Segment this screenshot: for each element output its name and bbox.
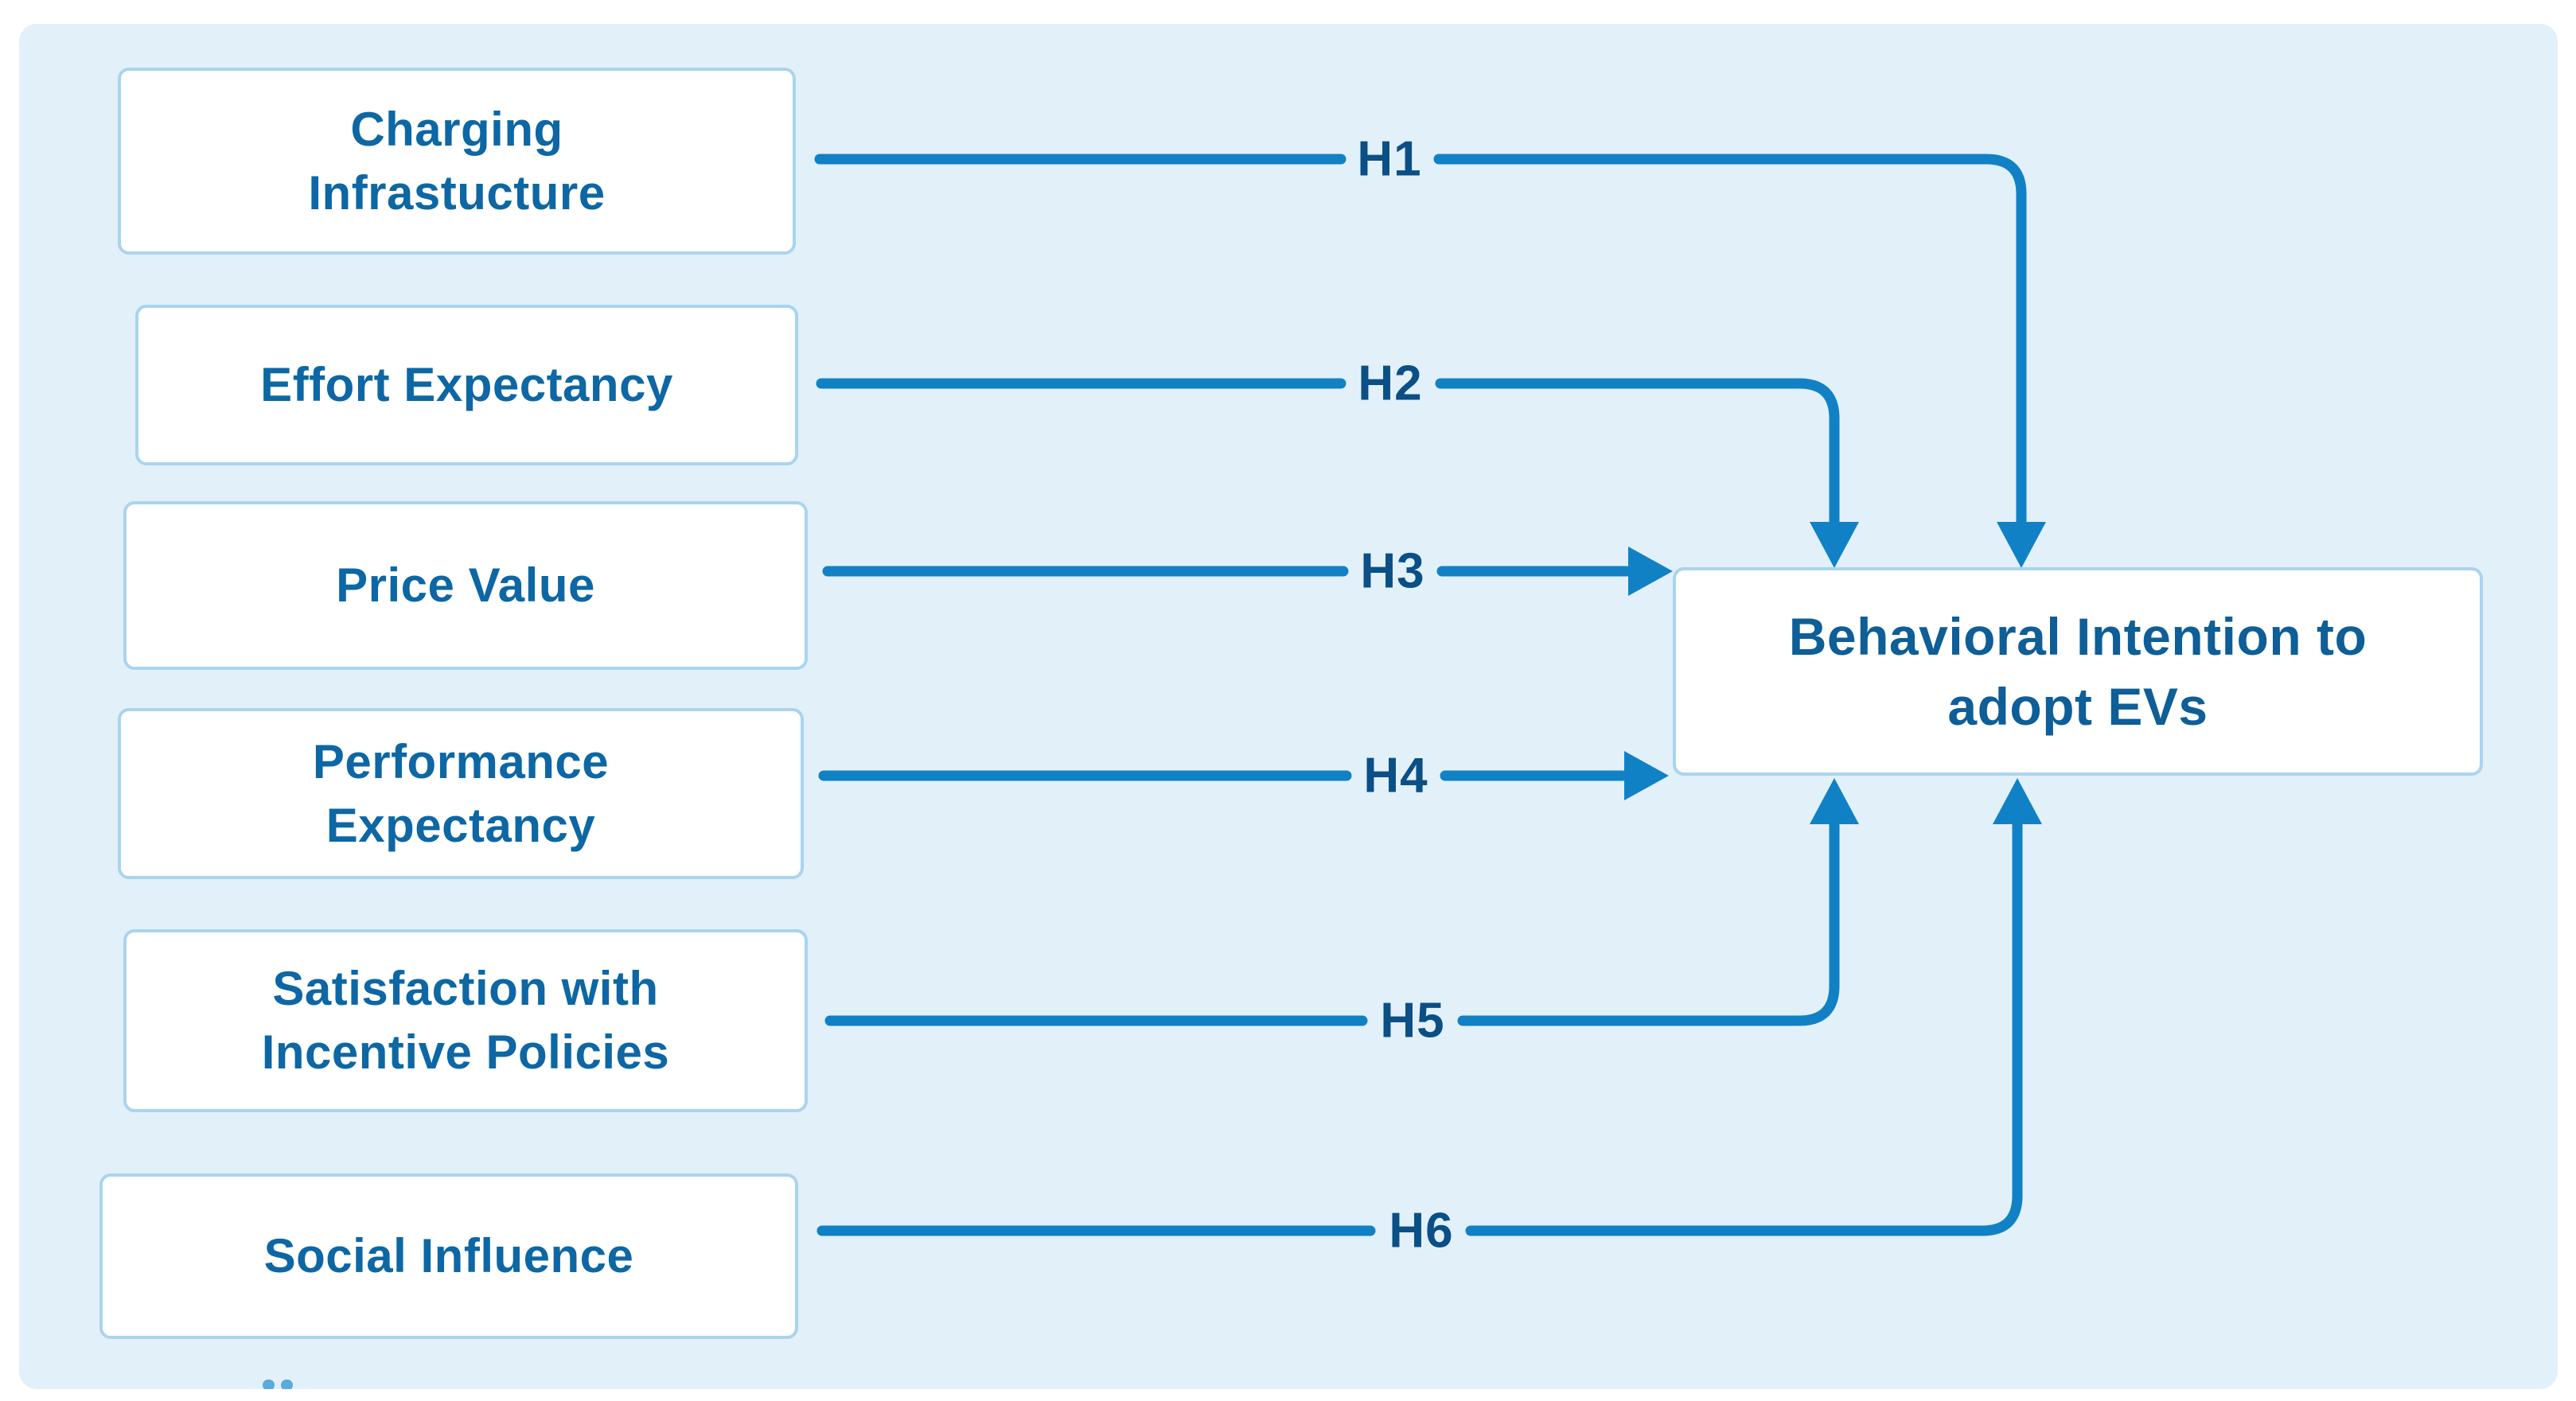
connector-h5 [824,778,1859,1026]
hypothesis-label-h2: H2 [1358,356,1423,411]
node-label-line: Expectancy [325,798,596,852]
arrowhead-h2-down [1810,522,1859,568]
node-social-influence: Social Influence [99,1173,798,1339]
node-label-line: Incentive Policies [261,1025,670,1079]
node-satisfaction-incentive-policies: Satisfaction with Incentive Policies [123,929,808,1112]
node-effort-expectancy: Effort Expectancy [135,305,798,465]
node-charging-infrastructure: Charging Infrastucture [118,68,796,255]
node-price-value: Price Value [123,501,808,670]
connector-h4 [818,751,1669,800]
outcome-label-line: Behavioral Intention to [1788,607,2368,666]
node-performance-expectancy: Performance Expectancy [118,708,804,879]
hypothesis-label-h1: H1 [1357,131,1422,187]
node-label-line: Performance [312,734,610,788]
hypothesis-label-h3: H3 [1360,543,1425,599]
node-label-line: Infrastucture [308,165,606,220]
node-label-line: Social Influence [263,1229,634,1282]
arrowhead-h4-right [1624,751,1669,800]
connector-h3 [822,547,1673,596]
hypothesis-label-h5: H5 [1380,993,1445,1049]
node-label-line: Price Value [336,558,595,612]
cropped-artifact [263,1380,301,1389]
connector-h2 [816,378,1859,568]
node-label-line: Charging [350,102,563,156]
arrowhead-h6-up [1993,778,2042,824]
connector-h1 [814,154,2046,568]
arrowhead-h3-right [1628,547,1673,596]
hypothesis-label-h6: H6 [1389,1203,1454,1259]
node-label-line: Satisfaction with [272,962,659,1015]
connector-h6 [816,778,2042,1236]
arrowhead-h5-up [1810,778,1859,824]
node-label-line: Effort Expectancy [260,358,673,411]
outcome-label-line: adopt EVs [1947,677,2208,736]
arrowhead-h1-down [1997,522,2046,568]
hypothesis-label-h4: H4 [1363,748,1428,804]
node-behavioral-intention: Behavioral Intention to adopt EVs [1673,567,2483,776]
